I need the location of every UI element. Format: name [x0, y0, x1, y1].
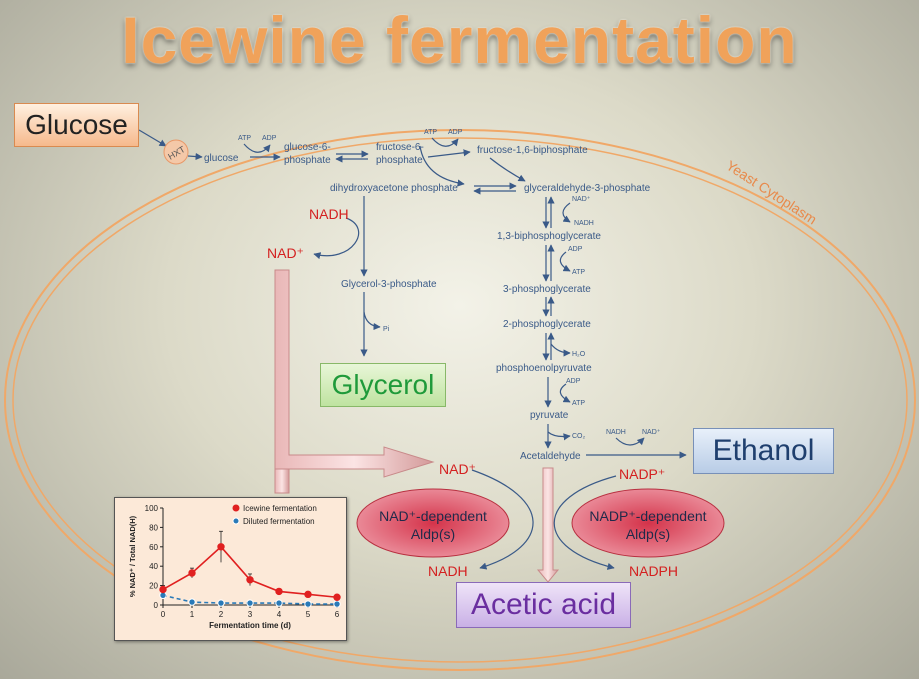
- x-axis-label: Fermentation time (d): [209, 621, 291, 630]
- metabolite-g3p: glyceraldehyde-3-phosphate: [524, 183, 651, 194]
- x-tick-label: 4: [277, 610, 282, 619]
- metabolite-acetaldehyde: Acetaldehyde: [520, 451, 581, 462]
- acetaldehyde-to-acetic-arrow: [536, 467, 560, 583]
- nad-plus-transfer-stem: [274, 468, 290, 494]
- data-point: [304, 600, 312, 608]
- cofactor-adp-4: ADP: [566, 378, 581, 385]
- cytoplasm-outline-inner: [12, 137, 908, 663]
- nad-cycle-arrow: [471, 469, 534, 570]
- nadp-dependent-aldp-ellipse: [571, 488, 725, 558]
- nadp-plus-label: NADP⁺: [619, 466, 665, 482]
- glucose-import-arrow: [138, 129, 167, 147]
- ethanol-box: Ethanol: [693, 428, 834, 474]
- cytoplasm-label: Yeast Cytoplasm: [723, 157, 819, 227]
- nad-plus-mid-label: NAD⁺: [439, 461, 476, 477]
- nadh-out-label: NADH: [428, 563, 468, 579]
- cytoplasm-outline-outer: [4, 129, 916, 671]
- y-tick-label: 80: [149, 523, 158, 532]
- legend-marker: [232, 517, 240, 525]
- nadp-dependent-label-1: NADP⁺-dependent: [589, 508, 706, 524]
- cofactor-h2o: H₂O: [572, 351, 586, 358]
- cofactor-nad-plus-ethanol: NAD⁺: [642, 429, 661, 436]
- cofactor-co2: CO₂: [572, 433, 586, 440]
- cofactor-adp-3: ADP: [568, 246, 583, 253]
- data-point: [246, 576, 254, 584]
- nad-dependent-label-1: NAD⁺-dependent: [379, 508, 487, 524]
- y-tick-label: 100: [145, 504, 159, 513]
- metabolite-glycerol3p: Glycerol-3-phosphate: [341, 279, 437, 290]
- nadph-out-label: NADPH: [629, 563, 678, 579]
- metabolite-g6p-line1: glucose-6-: [284, 142, 331, 153]
- hxt-transporter: [163, 139, 189, 165]
- x-tick-label: 1: [190, 610, 195, 619]
- metabolite-pg3: 3-phosphoglycerate: [503, 284, 591, 295]
- data-point: [275, 599, 283, 607]
- glucose-box: Glucose: [14, 103, 139, 147]
- x-tick-label: 5: [306, 610, 311, 619]
- page-title: Icewine fermentation: [121, 3, 798, 77]
- nadh-glycerol-label: NADH: [309, 206, 349, 222]
- y-tick-label: 0: [154, 601, 159, 610]
- metabolite-f6p-line1: fructose-6-: [376, 142, 424, 153]
- cofactor-nad-plus-small: NAD⁺: [572, 196, 591, 203]
- y-tick-label: 40: [149, 562, 158, 571]
- cofactor-atp-3: ATP: [572, 269, 585, 276]
- data-point: [275, 587, 283, 596]
- x-tick-label: 6: [335, 610, 340, 619]
- data-point: [217, 599, 225, 607]
- nad-plus-glycerol-label: NAD⁺: [267, 245, 304, 261]
- cofactor-atp-1: ATP: [238, 135, 251, 142]
- cofactor-nadh-small: NADH: [574, 220, 594, 227]
- metabolite-pyruvate: pyruvate: [530, 410, 569, 421]
- y-tick-label: 60: [149, 543, 158, 552]
- metabolite-pg2: 2-phosphoglycerate: [503, 319, 591, 330]
- metabolite-glucose: glucose: [204, 153, 239, 164]
- data-point: [246, 599, 254, 607]
- cofactor-nadh-ethanol: NADH: [606, 429, 626, 436]
- metabolite-pep: phosphoenolpyruvate: [496, 363, 592, 374]
- x-tick-label: 0: [161, 610, 166, 619]
- metabolite-dhap: dihydroxyacetone phosphate: [330, 183, 458, 194]
- hxt-to-glucose-arrow: [187, 152, 203, 161]
- data-point: [304, 590, 312, 599]
- y-axis-label: % NAD⁺ / Total NAD(H): [128, 515, 137, 597]
- data-point: [159, 585, 167, 594]
- glycerol-box: Glycerol: [320, 363, 446, 407]
- nadp-dependent-label-2: Aldp(s): [626, 526, 670, 542]
- nadp-cycle-arrow: [553, 475, 617, 570]
- cofactor-pi: Pi: [383, 326, 390, 333]
- x-tick-label: 3: [248, 610, 253, 619]
- nad-dependent-label-2: Aldp(s): [411, 526, 455, 542]
- data-point: [333, 593, 341, 601]
- metabolite-f6p-line2: phosphate: [376, 155, 423, 166]
- metabolite-g6p-line2: phosphate: [284, 155, 331, 166]
- metabolite-f16bp: fructose-1,6-biphosphate: [477, 145, 588, 156]
- nad-dependent-aldp-ellipse: [356, 488, 510, 558]
- cofactor-atp-2: ATP: [424, 129, 437, 136]
- data-point: [217, 543, 225, 551]
- data-point: [333, 600, 341, 608]
- cofactor-adp-1: ADP: [262, 135, 277, 142]
- nad-plus-transfer-arrow: [274, 269, 435, 478]
- acetic-acid-box: Acetic acid: [456, 582, 631, 628]
- legend-marker: [232, 504, 240, 512]
- legend-label: Diluted fermentation: [243, 517, 315, 526]
- x-tick-label: 2: [219, 610, 224, 619]
- y-tick-label: 20: [149, 582, 158, 591]
- cofactor-atp-4: ATP: [572, 400, 585, 407]
- metabolite-bpg13: 1,3-biphosphoglycerate: [497, 231, 601, 242]
- legend-label: Icewine fermentation: [243, 504, 317, 513]
- data-point: [188, 598, 196, 606]
- cofactor-adp-2: ADP: [448, 129, 463, 136]
- data-point: [188, 569, 196, 577]
